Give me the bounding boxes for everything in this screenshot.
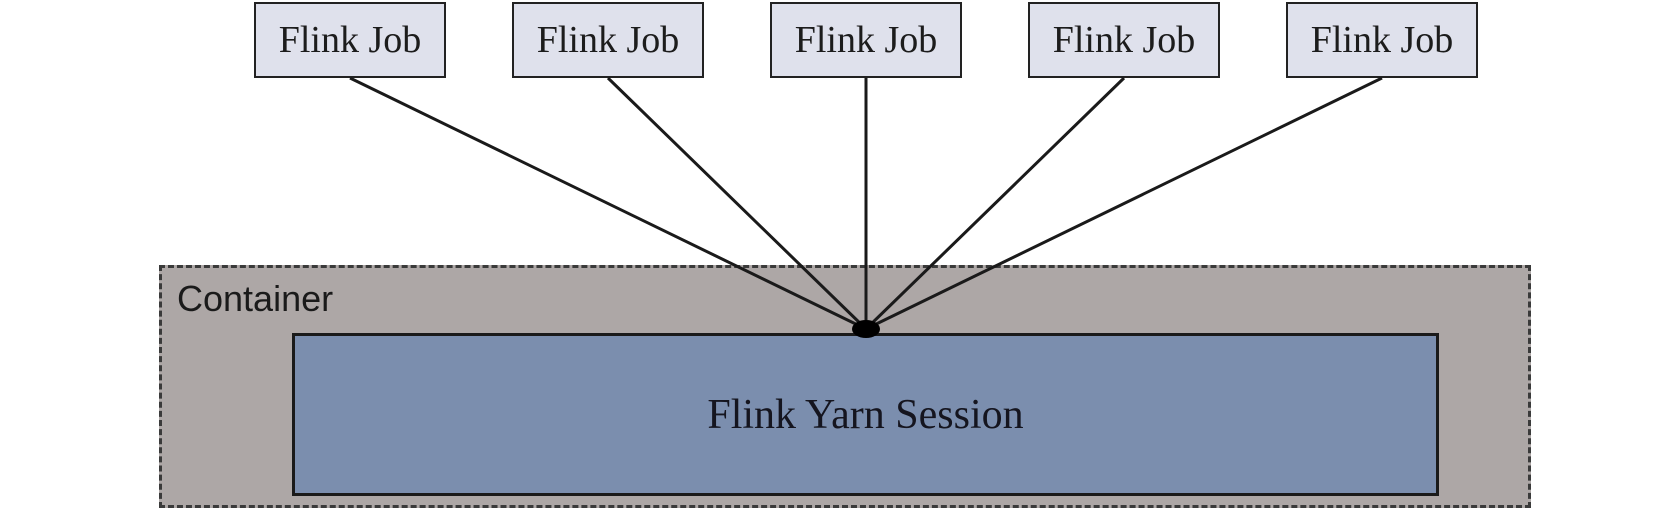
flink-job-box-2: Flink Job — [512, 2, 704, 78]
flink-job-box-3: Flink Job — [770, 2, 962, 78]
flink-job-box-4: Flink Job — [1028, 2, 1220, 78]
flink-yarn-session-box: Flink Yarn Session — [292, 333, 1439, 496]
flink-job-box-5: Flink Job — [1286, 2, 1478, 78]
flink-job-box-1: Flink Job — [254, 2, 446, 78]
container-label: Container — [177, 278, 334, 319]
